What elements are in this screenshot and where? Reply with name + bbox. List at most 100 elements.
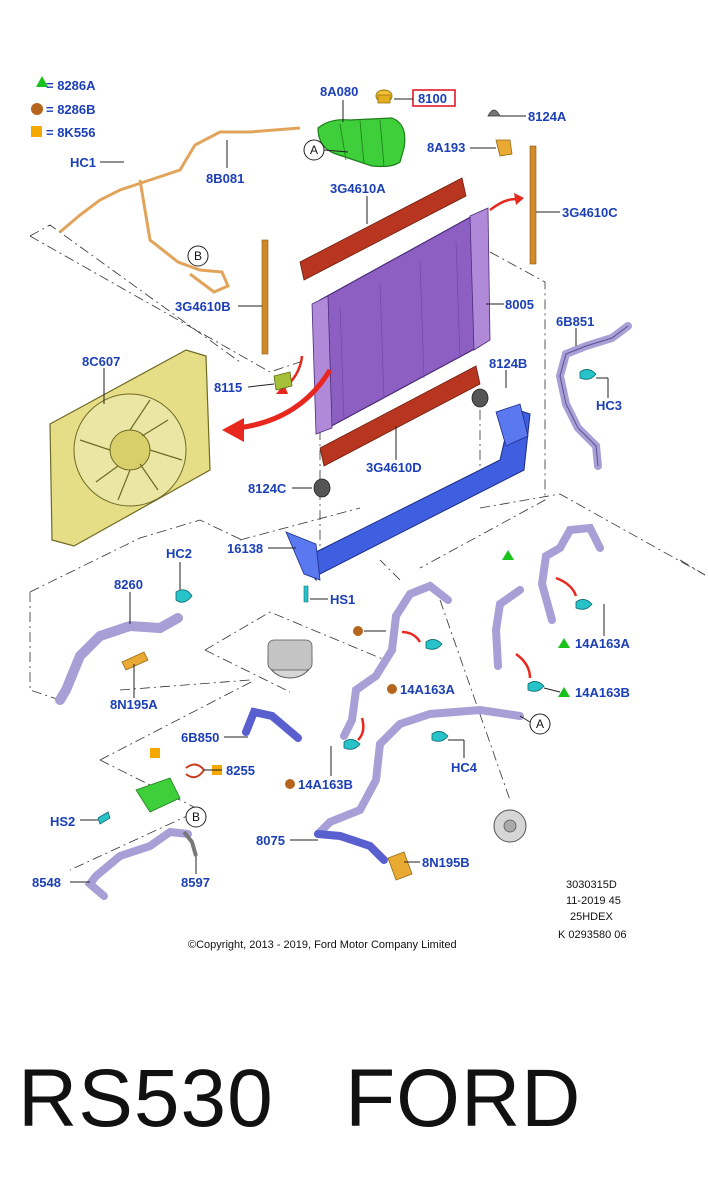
part-8100-highlight-box	[412, 89, 456, 107]
hose-8597	[182, 830, 198, 857]
label-8005: 8005	[505, 297, 534, 312]
expansion-tank-8A080	[317, 117, 406, 168]
marker-square-icon	[150, 748, 160, 758]
legend-item-8K556: = 8K556	[46, 125, 96, 140]
bolt-HS1	[303, 585, 309, 603]
label-3G4610B: 3G4610B	[175, 299, 231, 314]
label-8A193: 8A193	[427, 140, 465, 155]
cooling-system-exploded-diagram: = 8286A = 8286B = 8K556	[29, 76, 706, 951]
label-HC4: HC4	[451, 760, 478, 775]
fan-shroud-8C607	[49, 349, 211, 547]
meta-line-1: 3030315D	[566, 879, 617, 891]
water-pump	[267, 639, 313, 679]
meta-line-2: 11-2019 45	[566, 895, 621, 907]
label-3G4610C: 3G4610C	[562, 205, 618, 220]
radiator-8005	[311, 207, 491, 435]
label-HS2: HS2	[50, 814, 75, 829]
label-8A080: 8A080	[320, 84, 358, 99]
bracket-8115	[273, 371, 293, 391]
seal-3G4610A	[299, 177, 467, 281]
label-8C607: 8C607	[82, 354, 120, 369]
clamp-14A163A-right	[575, 599, 593, 610]
footer-title: RS530 FORD	[18, 1053, 582, 1144]
marker-circle-icon	[285, 779, 295, 789]
svg-text:A: A	[310, 143, 318, 157]
svg-text:A: A	[536, 717, 544, 731]
callout-A-bottom: A	[519, 713, 551, 735]
meta-block: 3030315D 11-2019 45 25HDEX K 0293580 06	[558, 879, 627, 941]
label-16138: 16138	[227, 541, 263, 556]
airflow-arrow-icon	[237, 368, 333, 431]
airflow-arrowhead-icon	[222, 418, 244, 442]
isolator-8124B	[471, 388, 489, 408]
label-HC1: HC1	[70, 155, 96, 170]
label-14A163A-right: 14A163A	[575, 636, 631, 651]
label-8124A: 8124A	[528, 109, 567, 124]
legend-triangle-icon	[36, 76, 48, 87]
part-labels: 8A080 8100 8124A 8A193 HC1 8B081 3G4610A…	[32, 84, 631, 890]
hose-8B081	[59, 126, 301, 234]
bracket-8N195B	[387, 851, 413, 881]
hose-8075	[314, 830, 388, 864]
label-8260: 8260	[114, 577, 143, 592]
hose-8B081-branch	[138, 179, 230, 294]
meta-line-3: 25HDEX	[570, 911, 613, 923]
hose-6B851	[555, 322, 632, 470]
label-8N195B: 8N195B	[422, 855, 470, 870]
fitting-8A193	[495, 139, 513, 157]
marker-circle-icon	[387, 684, 397, 694]
marker-triangle-icon	[558, 638, 570, 648]
crossmember-16138	[285, 403, 531, 582]
label-HC3: HC3	[596, 398, 622, 413]
label-14A163A-middle: 14A163A	[400, 682, 456, 697]
hose-lower-long	[314, 705, 524, 838]
marker-triangle-icon	[558, 687, 570, 697]
label-6B851: 6B851	[556, 314, 594, 329]
label-3G4610D: 3G4610D	[366, 460, 422, 475]
hose-6B851-outline	[559, 325, 629, 467]
clamp-14A163B-right	[527, 681, 545, 692]
clamp-14A163B-middle	[343, 739, 361, 750]
label-8100: 8100	[418, 91, 447, 106]
label-8124B: 8124B	[489, 356, 527, 371]
label-6B850: 6B850	[181, 730, 219, 745]
svg-text:B: B	[194, 249, 202, 263]
hose-6B850	[242, 707, 302, 742]
arrow-right-a-icon	[555, 576, 578, 597]
pressure-cap-8100	[375, 89, 393, 104]
label-8N195A: 8N195A	[110, 697, 158, 712]
marker-circle-icon	[353, 626, 363, 636]
callout-B-bottom: B	[185, 806, 207, 828]
clamp-14A163A-middle	[425, 639, 443, 650]
label-8255: 8255	[226, 763, 255, 778]
bracket-8N195A	[121, 651, 149, 671]
legend: = 8286A = 8286B = 8K556	[31, 76, 96, 140]
legend-item-8286B: = 8286B	[46, 102, 96, 117]
seal-3G4610B	[261, 239, 269, 355]
label-8548: 8548	[32, 875, 61, 890]
meta-line-4: K 0293580 06	[558, 929, 627, 941]
clamp-HC2	[175, 589, 193, 603]
legend-item-8286A: = 8286A	[46, 78, 96, 93]
clamp-HC3	[579, 369, 597, 380]
seal-3G4610D	[319, 365, 481, 467]
label-14A163B-right: 14A163B	[575, 685, 630, 700]
hose-upper-right	[537, 523, 604, 624]
label-HS1: HS1	[330, 592, 355, 607]
callout-B-top: B	[187, 245, 209, 267]
label-HC2: HC2	[166, 546, 192, 561]
leader-lines	[70, 98, 609, 883]
label-14A163B-middle: 14A163B	[298, 777, 353, 792]
arrowhead-3G4610C-icon	[514, 193, 524, 205]
legend-circle-icon	[31, 103, 43, 115]
mount-8124A	[487, 109, 501, 117]
hose-middle	[340, 581, 452, 740]
hose-lower-right	[491, 586, 524, 670]
label-8597: 8597	[181, 875, 210, 890]
hose-8260	[55, 613, 183, 705]
svg-text:B: B	[192, 810, 200, 824]
marker-triangle-icon	[502, 550, 514, 560]
label-8075: 8075	[256, 833, 285, 848]
label-3G4610A: 3G4610A	[330, 181, 386, 196]
label-8124C: 8124C	[248, 481, 287, 496]
